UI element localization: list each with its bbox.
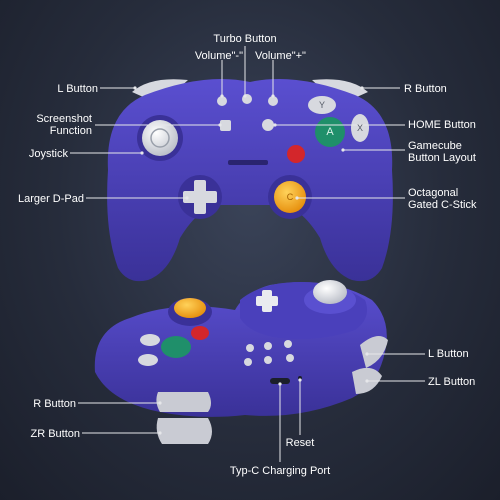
home-button-label: HOME Button: [408, 119, 476, 131]
c-stick-label-line2: Gated C-Stick: [408, 199, 477, 211]
r-button-bottom-label: R Button: [33, 398, 76, 410]
top-controller-body: [107, 78, 393, 282]
screenshot-button: [220, 120, 231, 131]
screenshot-label-line2: Function: [49, 125, 92, 137]
y-button-bottom: [138, 354, 158, 366]
zl-button-label: ZL Button: [428, 376, 476, 388]
l-button-side-label: L Button: [428, 348, 469, 360]
type-c-port: [270, 378, 290, 384]
a-button-bottom: [161, 336, 191, 358]
joystick-bottom: [304, 280, 356, 314]
gamecube-label-line1: Gamecube: [408, 140, 462, 152]
volume-minus-label: Volume"-": [194, 50, 243, 62]
volume-plus-label: Volume"+": [255, 50, 306, 62]
x-glyph: X: [356, 123, 363, 133]
x-button-bottom: [140, 334, 160, 346]
c-stick-bottom: [168, 298, 212, 326]
l-button-side: [360, 336, 388, 368]
turbo-button-label: Turbo Button: [213, 33, 277, 45]
leader-lines: [70, 46, 425, 462]
zr-button-bottom-trigger: [156, 418, 212, 444]
led-strip: [228, 160, 268, 165]
l-button-label: L Button: [57, 83, 98, 95]
gamecube-label-line2: Button Layout: [408, 152, 476, 164]
d-pad-bottom: [256, 290, 278, 312]
y-glyph: Y: [318, 100, 325, 110]
charging-port-label: Typ-C Charging Port: [229, 465, 331, 477]
b-button-bottom: [191, 326, 209, 340]
d-pad-label: Larger D-Pad: [17, 193, 84, 205]
bottom-controller: [94, 280, 388, 444]
c-glyph: C: [286, 192, 294, 202]
reset-label: Reset: [285, 437, 315, 449]
joystick-label: Joystick: [28, 148, 68, 160]
volume-plus-button: [268, 96, 278, 106]
r-button-bottom-trigger: [156, 392, 211, 412]
r-button-label: R Button: [404, 83, 447, 95]
joystick-main: [137, 115, 183, 161]
zr-button-label: ZR Button: [30, 428, 80, 440]
small-buttons-grid: [244, 340, 294, 366]
c-stick: [268, 175, 312, 219]
top-controller: [107, 78, 393, 282]
home-button: [262, 119, 274, 131]
c-stick-label-line1: Octagonal: [408, 187, 459, 199]
a-glyph: A: [326, 126, 334, 138]
d-pad: [178, 175, 222, 219]
volume-minus-button: [217, 96, 227, 106]
screenshot-label-line1: Screenshot: [36, 113, 92, 125]
leader-dots: [133, 86, 369, 435]
